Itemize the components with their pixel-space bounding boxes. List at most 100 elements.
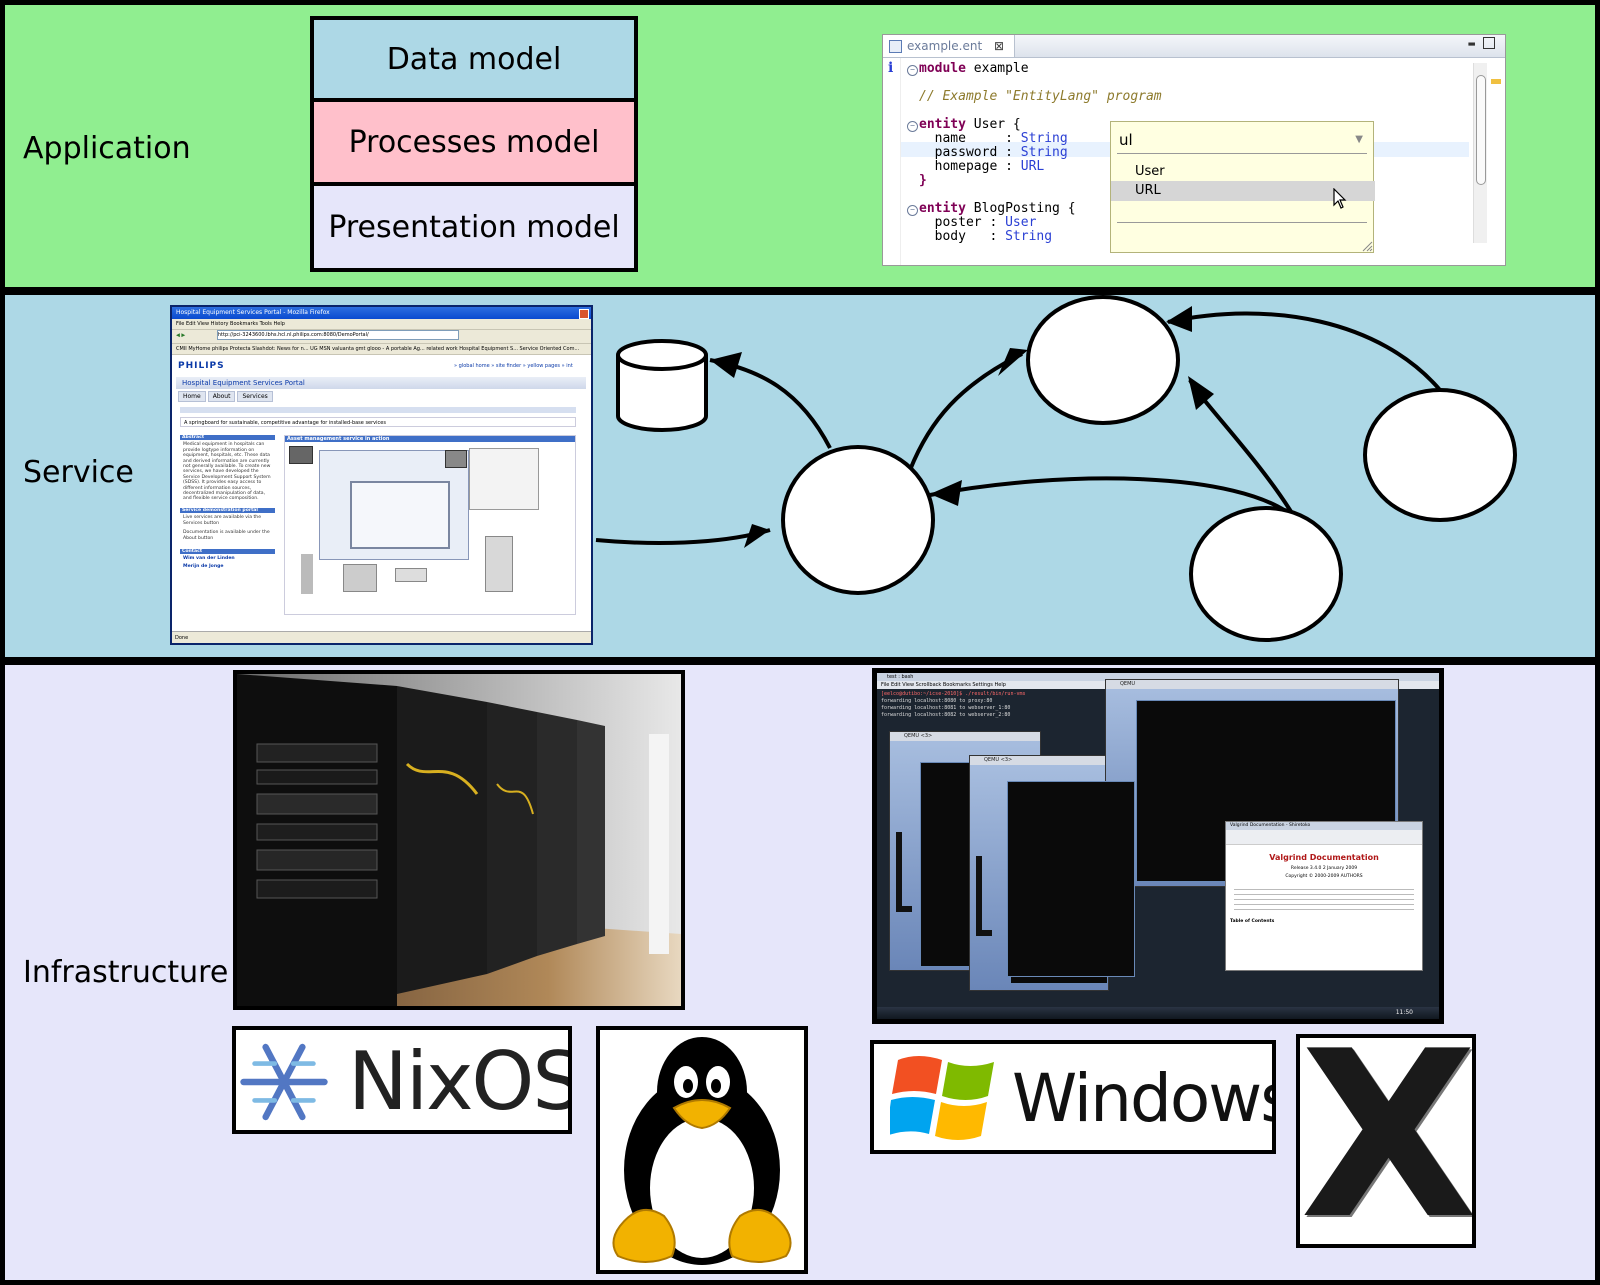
portal-left-column: Abstract Medical equipment in hospitals … (180, 435, 275, 595)
contact-name[interactable]: Merijn de Jonge (183, 563, 224, 569)
overview-marker (1491, 79, 1501, 84)
nixos-snowflake-icon (240, 1043, 328, 1121)
portal-tagline: A springboard for sustainable, competiti… (180, 417, 576, 427)
qemu-title: QEMU <3> (890, 732, 1040, 741)
macosx-x-glyph: X (1300, 1034, 1476, 1248)
assist-input[interactable]: ul ▼ (1117, 126, 1367, 154)
address-input[interactable]: http://pci-3243600.lbhs.hcl.nl.philips.c… (216, 330, 459, 340)
field-name: body : (919, 229, 1006, 244)
close-icon[interactable] (579, 309, 589, 319)
contact-name[interactable]: Wim van der Linden (183, 556, 235, 562)
fold-collapse-icon[interactable]: − (907, 205, 918, 216)
windows-logo-box: Windows (870, 1040, 1276, 1154)
editor-ruler: i (883, 58, 901, 265)
valgrind-toolbar (1226, 830, 1422, 845)
device-icon (395, 568, 427, 582)
arrowhead (710, 352, 742, 378)
linux-l-logo (896, 832, 912, 912)
scrollbar-thumb[interactable] (1476, 75, 1486, 185)
editor-tab-title: example.ent (907, 39, 983, 53)
resize-grip-icon[interactable] (1361, 240, 1373, 252)
edge-service-to-top (908, 352, 1023, 471)
service-node-right (1363, 388, 1517, 522)
code-line-8: entity BlogPosting { (919, 201, 1076, 216)
philips-logo: PHILIPS (178, 361, 225, 371)
code-line-2: // Example "EntityLang" program (919, 89, 1162, 104)
asset-panel: Asset management service in action (284, 435, 576, 615)
back-icon[interactable]: ◀ ▶ (176, 332, 186, 339)
floorplan (350, 481, 450, 549)
nav-services[interactable]: Services (237, 391, 273, 402)
database-node-top (616, 339, 708, 371)
mouse-cursor-icon (1333, 188, 1347, 209)
portal-title: Hospital Equipment Services Portal (176, 377, 586, 389)
contact-heading: Contact (180, 548, 275, 555)
editor-scrollbar[interactable] (1473, 63, 1487, 243)
field-name: password : (919, 145, 1021, 160)
field-type: User (1005, 215, 1037, 230)
field-type: String (1005, 229, 1053, 244)
arrowhead (744, 524, 770, 548)
arrowhead (1166, 306, 1192, 332)
windows-flag-icon (890, 1056, 994, 1140)
browser-status-bar: Done (172, 631, 591, 643)
terminal-line: forwarding localhost:8082 to webserver_2… (881, 712, 1011, 718)
code-line-6: homepage : URL (919, 159, 1045, 174)
terminal-line: forwarding localhost:8080 to proxy:80 (881, 698, 993, 704)
field-name: name : (919, 131, 1021, 146)
service-node-bottom (1189, 506, 1343, 642)
service-layer-label: Service (23, 455, 134, 490)
documentation-text: Documentation is available under the Abo… (183, 530, 270, 541)
application-layer-label: Application (23, 131, 191, 166)
editor-tab[interactable]: example.ent ⊠ (883, 35, 1016, 57)
nav-home[interactable]: Home (178, 391, 206, 402)
browser-window-title: Hospital Equipment Services Portal - Moz… (176, 309, 330, 316)
datacenter-photo (233, 670, 685, 1010)
assist-option-user[interactable]: User (1135, 164, 1165, 179)
tux-logo-box (596, 1026, 808, 1274)
close-icon[interactable]: ⊠ (994, 39, 1005, 53)
chevron-down-icon[interactable]: ▼ (1355, 134, 1363, 145)
data-model-box: Data model (310, 16, 638, 102)
assist-option-url[interactable]: URL (1111, 181, 1375, 201)
code-line-4: name : String (919, 131, 1068, 146)
service-graph (595, 295, 1517, 642)
assist-input-text: ul (1119, 131, 1133, 149)
qemu-title: QEMU <3> (970, 756, 1108, 765)
entity-header: BlogPosting { (965, 201, 1076, 216)
arrowhead (1188, 376, 1214, 410)
monitor-device-icon (289, 446, 313, 464)
code-line-3: entity User { (919, 117, 1021, 132)
assist-divider (1117, 222, 1367, 223)
terminal-title: test : bash (877, 673, 1439, 681)
field-name: homepage : (919, 159, 1021, 174)
windows-wordmark: Windows (1012, 1060, 1276, 1137)
field-type: String (1020, 131, 1068, 146)
editor-tabbar: example.ent ⊠ ▬ (883, 35, 1505, 58)
fold-collapse-icon[interactable]: − (907, 65, 918, 76)
edge-right-to-top (1167, 311, 1442, 392)
content-assist-popup: ul ▼ User URL (1110, 121, 1375, 253)
valgrind-release: Release 3.4.0 2 January 2009 (1290, 866, 1358, 871)
edge-bottom-to-service (929, 476, 1297, 520)
nav-about[interactable]: About (207, 391, 236, 402)
nixos-wordmark: NixOS (348, 1035, 572, 1128)
qemu-title: QEMU (1106, 680, 1398, 689)
minimize-icon[interactable]: ▬ (1468, 37, 1475, 50)
arrowhead (930, 480, 962, 506)
portal-top-links[interactable]: » global home » site finder » yellow pag… (454, 363, 573, 369)
maximize-icon[interactable] (1483, 37, 1495, 49)
terminal-line: [eelco@dutibo:~/icse-2010]$ ./result/bin… (881, 691, 1026, 697)
linux-l-logo (976, 856, 992, 936)
code-line-7: } (919, 173, 927, 188)
device-icon (343, 564, 377, 592)
fold-collapse-icon[interactable]: − (907, 121, 918, 132)
info-icon: i (888, 60, 894, 76)
macosx-logo-box: X (1296, 1034, 1476, 1248)
tux-penguin-icon (612, 1037, 792, 1265)
portal-nav: Home About Services (178, 391, 273, 402)
bookmarks-bar: CMII MyHome philips Protecta Slashdot: N… (172, 344, 591, 355)
service-node-center (781, 445, 935, 595)
browser-title-bar: Hospital Equipment Services Portal - Moz… (172, 307, 591, 319)
module-name: example (965, 61, 1029, 76)
